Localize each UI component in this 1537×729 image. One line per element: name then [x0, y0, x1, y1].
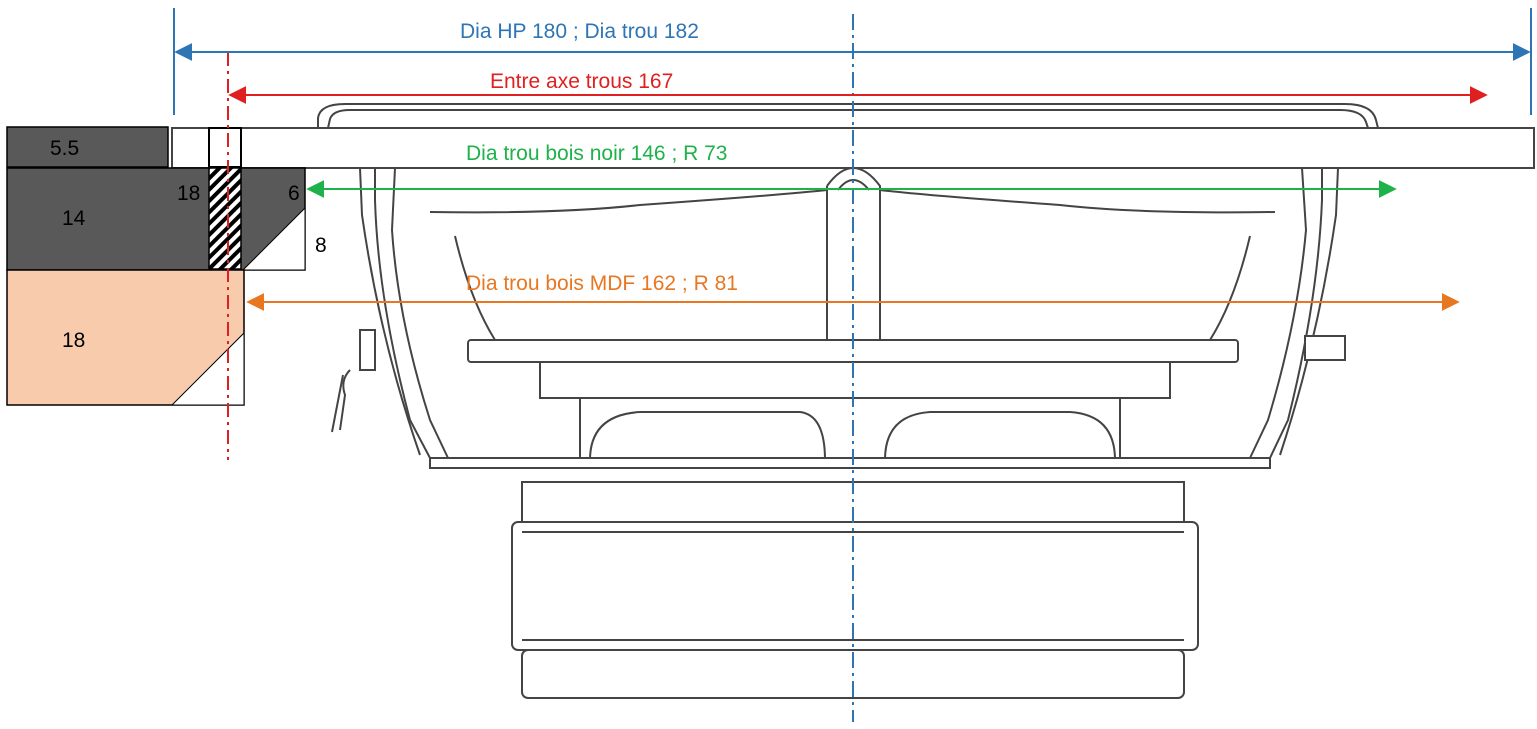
screw-head: [208, 127, 242, 168]
hole-axis-label: Entre axe trous 167: [490, 70, 673, 93]
screw-hatched: [208, 167, 242, 270]
magnet: [511, 521, 1199, 651]
terminal-left: [339, 329, 376, 431]
hp-diameter-label: Dia HP 180 ; Dia trou 182: [460, 20, 699, 43]
basket-right: [1269, 168, 1323, 459]
mdf-hole-label: Dia trou bois MDF 162 ; R 81: [466, 272, 738, 295]
chamfer-depth-label: 8: [315, 234, 327, 257]
black-board-thickness-label: 14: [62, 207, 86, 230]
speaker-outline: [171, 103, 1535, 699]
top-plate-block: [6, 126, 169, 168]
black-wood-hole-label: Dia trou bois noir 146 ; R 73: [466, 142, 727, 165]
top-plate-thickness-label: 5.5: [50, 137, 79, 160]
mdf-board-thickness-label: 18: [62, 329, 85, 352]
speaker-surround: [317, 103, 1379, 129]
screw-length-label: 18: [177, 182, 200, 205]
mdf-board-chamfer: [170, 331, 245, 406]
rebate-width-label: 6: [288, 182, 300, 205]
black-board-chamfer: [241, 206, 306, 271]
speaker-cone: [429, 189, 828, 214]
terminal-right: [1304, 335, 1346, 361]
